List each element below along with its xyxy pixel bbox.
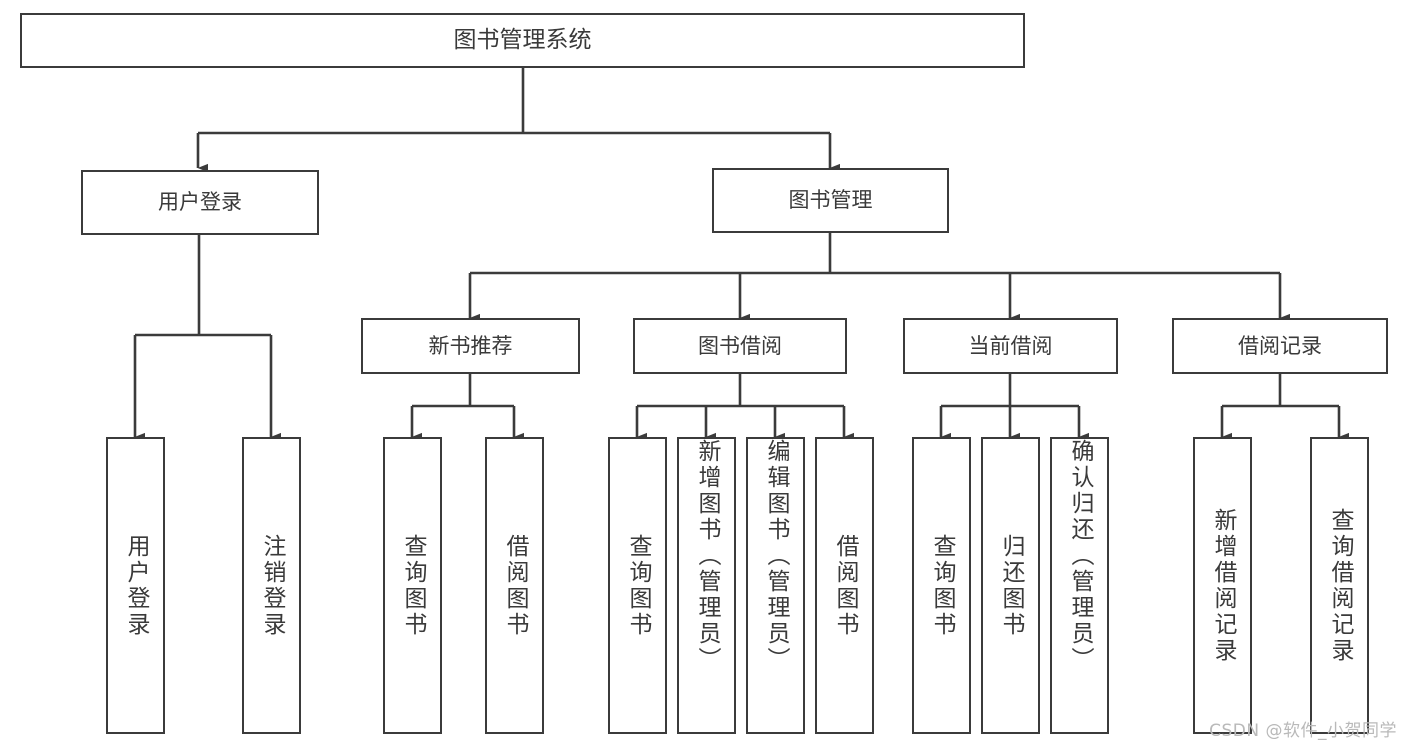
node-root-book-management-system[interactable]: 图书管理系统 — [20, 13, 1025, 68]
node-label: 图书借阅 — [698, 333, 782, 358]
node-label: 借阅记录 — [1238, 333, 1322, 358]
node-label: 图书管理系统 — [453, 26, 592, 53]
leaf-query-borrow-record[interactable]: 查询借阅记录 — [1310, 437, 1369, 734]
node-label: 编辑图书（管理员） — [763, 439, 789, 673]
node-label: 确认归还（管理员） — [1067, 439, 1093, 673]
node-label: 用户登录 — [158, 190, 242, 215]
node-book-borrow[interactable]: 图书借阅 — [633, 318, 847, 374]
leaf-edit-book-admin[interactable]: 编辑图书（管理员） — [746, 437, 805, 734]
node-label: 查询图书 — [929, 533, 955, 638]
csdn-watermark: CSDN @软件_小贺同学 — [1209, 721, 1397, 741]
node-label: 新书推荐 — [428, 333, 513, 358]
node-label: 新增借阅记录 — [1210, 507, 1236, 664]
node-user-login[interactable]: 用户登录 — [81, 170, 319, 235]
node-label: 注销登录 — [259, 533, 285, 638]
node-label: 新增图书（管理员） — [694, 439, 720, 673]
leaf-add-borrow-record[interactable]: 新增借阅记录 — [1193, 437, 1252, 734]
leaf-user-login[interactable]: 用户登录 — [106, 437, 165, 734]
node-borrow-record[interactable]: 借阅记录 — [1172, 318, 1388, 374]
node-label: 当前借阅 — [968, 333, 1053, 358]
leaf-query-book-current[interactable]: 查询图书 — [912, 437, 971, 734]
node-new-book-recommend[interactable]: 新书推荐 — [361, 318, 580, 374]
leaf-query-book-borrow[interactable]: 查询图书 — [608, 437, 667, 734]
leaf-query-book-recommend[interactable]: 查询图书 — [383, 437, 442, 734]
node-current-borrow[interactable]: 当前借阅 — [903, 318, 1118, 374]
node-label: 查询图书 — [625, 533, 651, 638]
node-label: 查询图书 — [400, 533, 426, 638]
leaf-return-book[interactable]: 归还图书 — [981, 437, 1040, 734]
node-label: 借阅图书 — [502, 533, 528, 638]
leaf-borrow-book-recommend[interactable]: 借阅图书 — [485, 437, 544, 734]
leaf-borrow-book[interactable]: 借阅图书 — [815, 437, 874, 734]
leaf-add-book-admin[interactable]: 新增图书（管理员） — [677, 437, 736, 734]
node-label: 归还图书 — [998, 533, 1024, 638]
leaf-confirm-return-admin[interactable]: 确认归还（管理员） — [1050, 437, 1109, 734]
node-label: 图书管理 — [788, 188, 873, 213]
node-book-management[interactable]: 图书管理 — [712, 168, 949, 233]
node-label: 查询借阅记录 — [1327, 507, 1353, 664]
node-label: 用户登录 — [123, 533, 149, 638]
node-label: 借阅图书 — [832, 533, 858, 638]
leaf-logout[interactable]: 注销登录 — [242, 437, 301, 734]
